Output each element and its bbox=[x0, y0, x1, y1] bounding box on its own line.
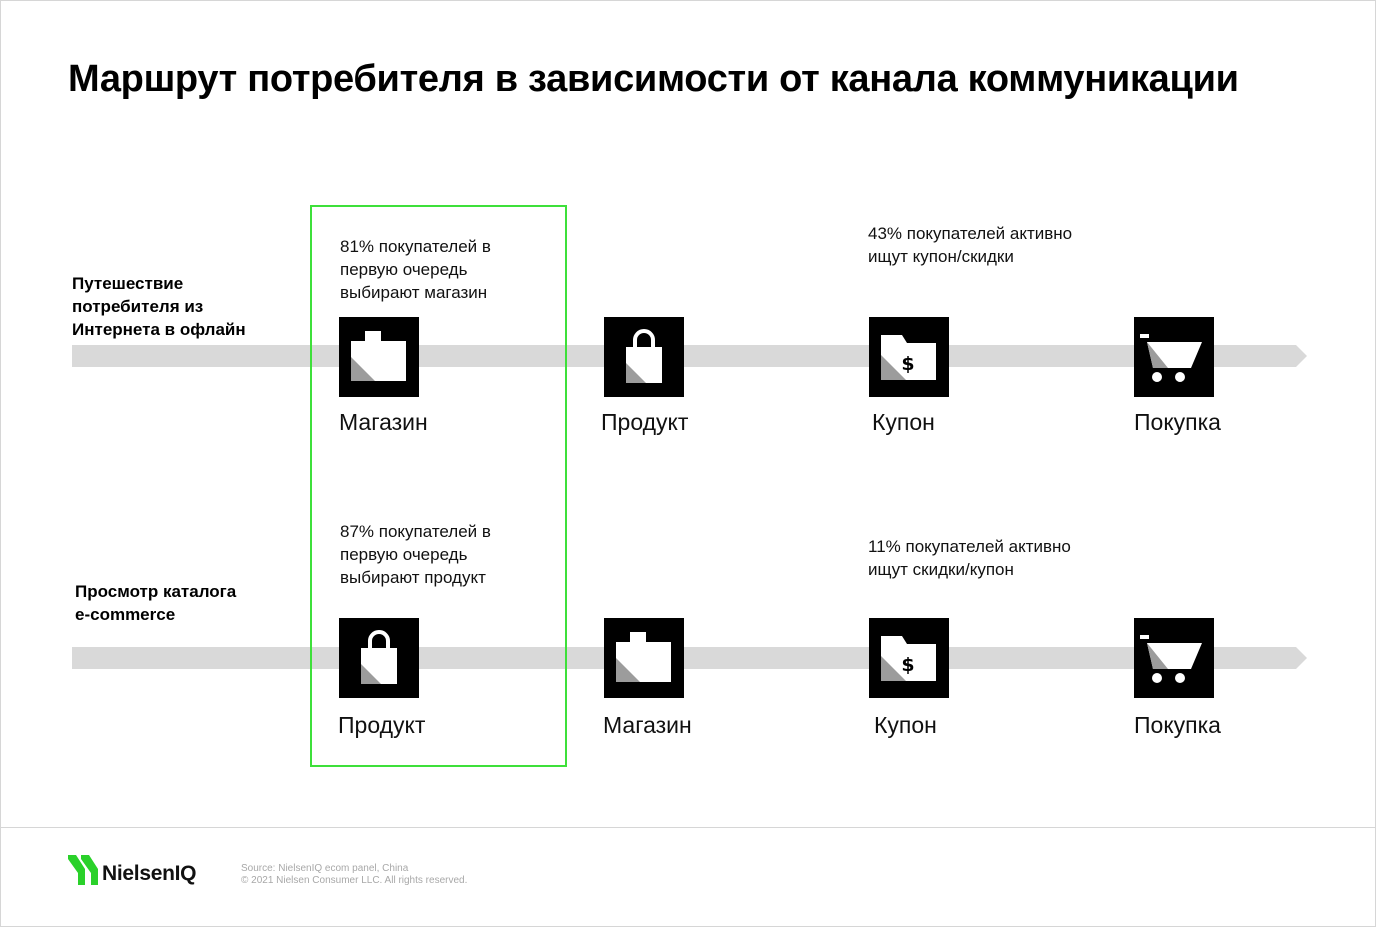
page-title: Маршрут потребителя в зависимости от кан… bbox=[68, 58, 1239, 100]
row-label-ecommerce-catalog: Просмотр каталога e-commerce bbox=[75, 582, 237, 624]
shopping-bag-icon bbox=[604, 317, 684, 397]
svg-text:$: $ bbox=[901, 353, 914, 375]
nielseniq-logo-icon bbox=[68, 855, 98, 885]
highlight-note-row1: 81% покупателей в первую очередь выбираю… bbox=[340, 237, 491, 302]
cart-icon bbox=[1134, 618, 1214, 698]
row-label-online-to-offline: Путешествие потребителя из Интернета в о… bbox=[72, 274, 246, 339]
coupon-note-row1: 43% покупателей активно ищут купон/скидк… bbox=[868, 224, 1073, 266]
step-label-product: Продукт bbox=[601, 409, 689, 435]
coupon-note-row2: 11% покупателей активно ищут скидки/купо… bbox=[868, 537, 1071, 579]
journey-track-row2 bbox=[72, 647, 1307, 669]
source-text: Source: NielsenIQ ecom panel, China bbox=[241, 863, 409, 874]
nielseniq-logo-text: NielsenIQ bbox=[102, 862, 197, 885]
store-icon bbox=[339, 317, 419, 397]
step-label-coupon: Купон bbox=[872, 409, 935, 435]
step-label-coupon: Купон bbox=[874, 712, 937, 738]
coupon-icon: $ bbox=[869, 618, 949, 698]
source-note: Source: NielsenIQ ecom panel, China © 20… bbox=[241, 863, 467, 887]
cart-icon bbox=[1134, 317, 1214, 397]
highlight-note-row2: 87% покупателей в первую очередь выбираю… bbox=[340, 522, 491, 587]
journey-track-row1 bbox=[72, 345, 1307, 367]
step-label-purchase: Покупка bbox=[1134, 409, 1221, 435]
store-icon bbox=[604, 618, 684, 698]
step-label-store: Магазин bbox=[603, 712, 692, 738]
nielseniq-logo: NielsenIQ bbox=[68, 854, 196, 886]
svg-text:$: $ bbox=[901, 654, 914, 676]
copyright-text: © 2021 Nielsen Consumer LLC. All rights … bbox=[241, 875, 468, 886]
step-label-purchase: Покупка bbox=[1134, 712, 1221, 738]
step-label-store: Магазин bbox=[339, 409, 428, 435]
step-label-product: Продукт bbox=[338, 712, 426, 738]
shopping-bag-icon bbox=[339, 618, 419, 698]
first-choice-highlight-box bbox=[310, 205, 567, 767]
footer-divider bbox=[1, 827, 1375, 828]
coupon-icon: $ bbox=[869, 317, 949, 397]
